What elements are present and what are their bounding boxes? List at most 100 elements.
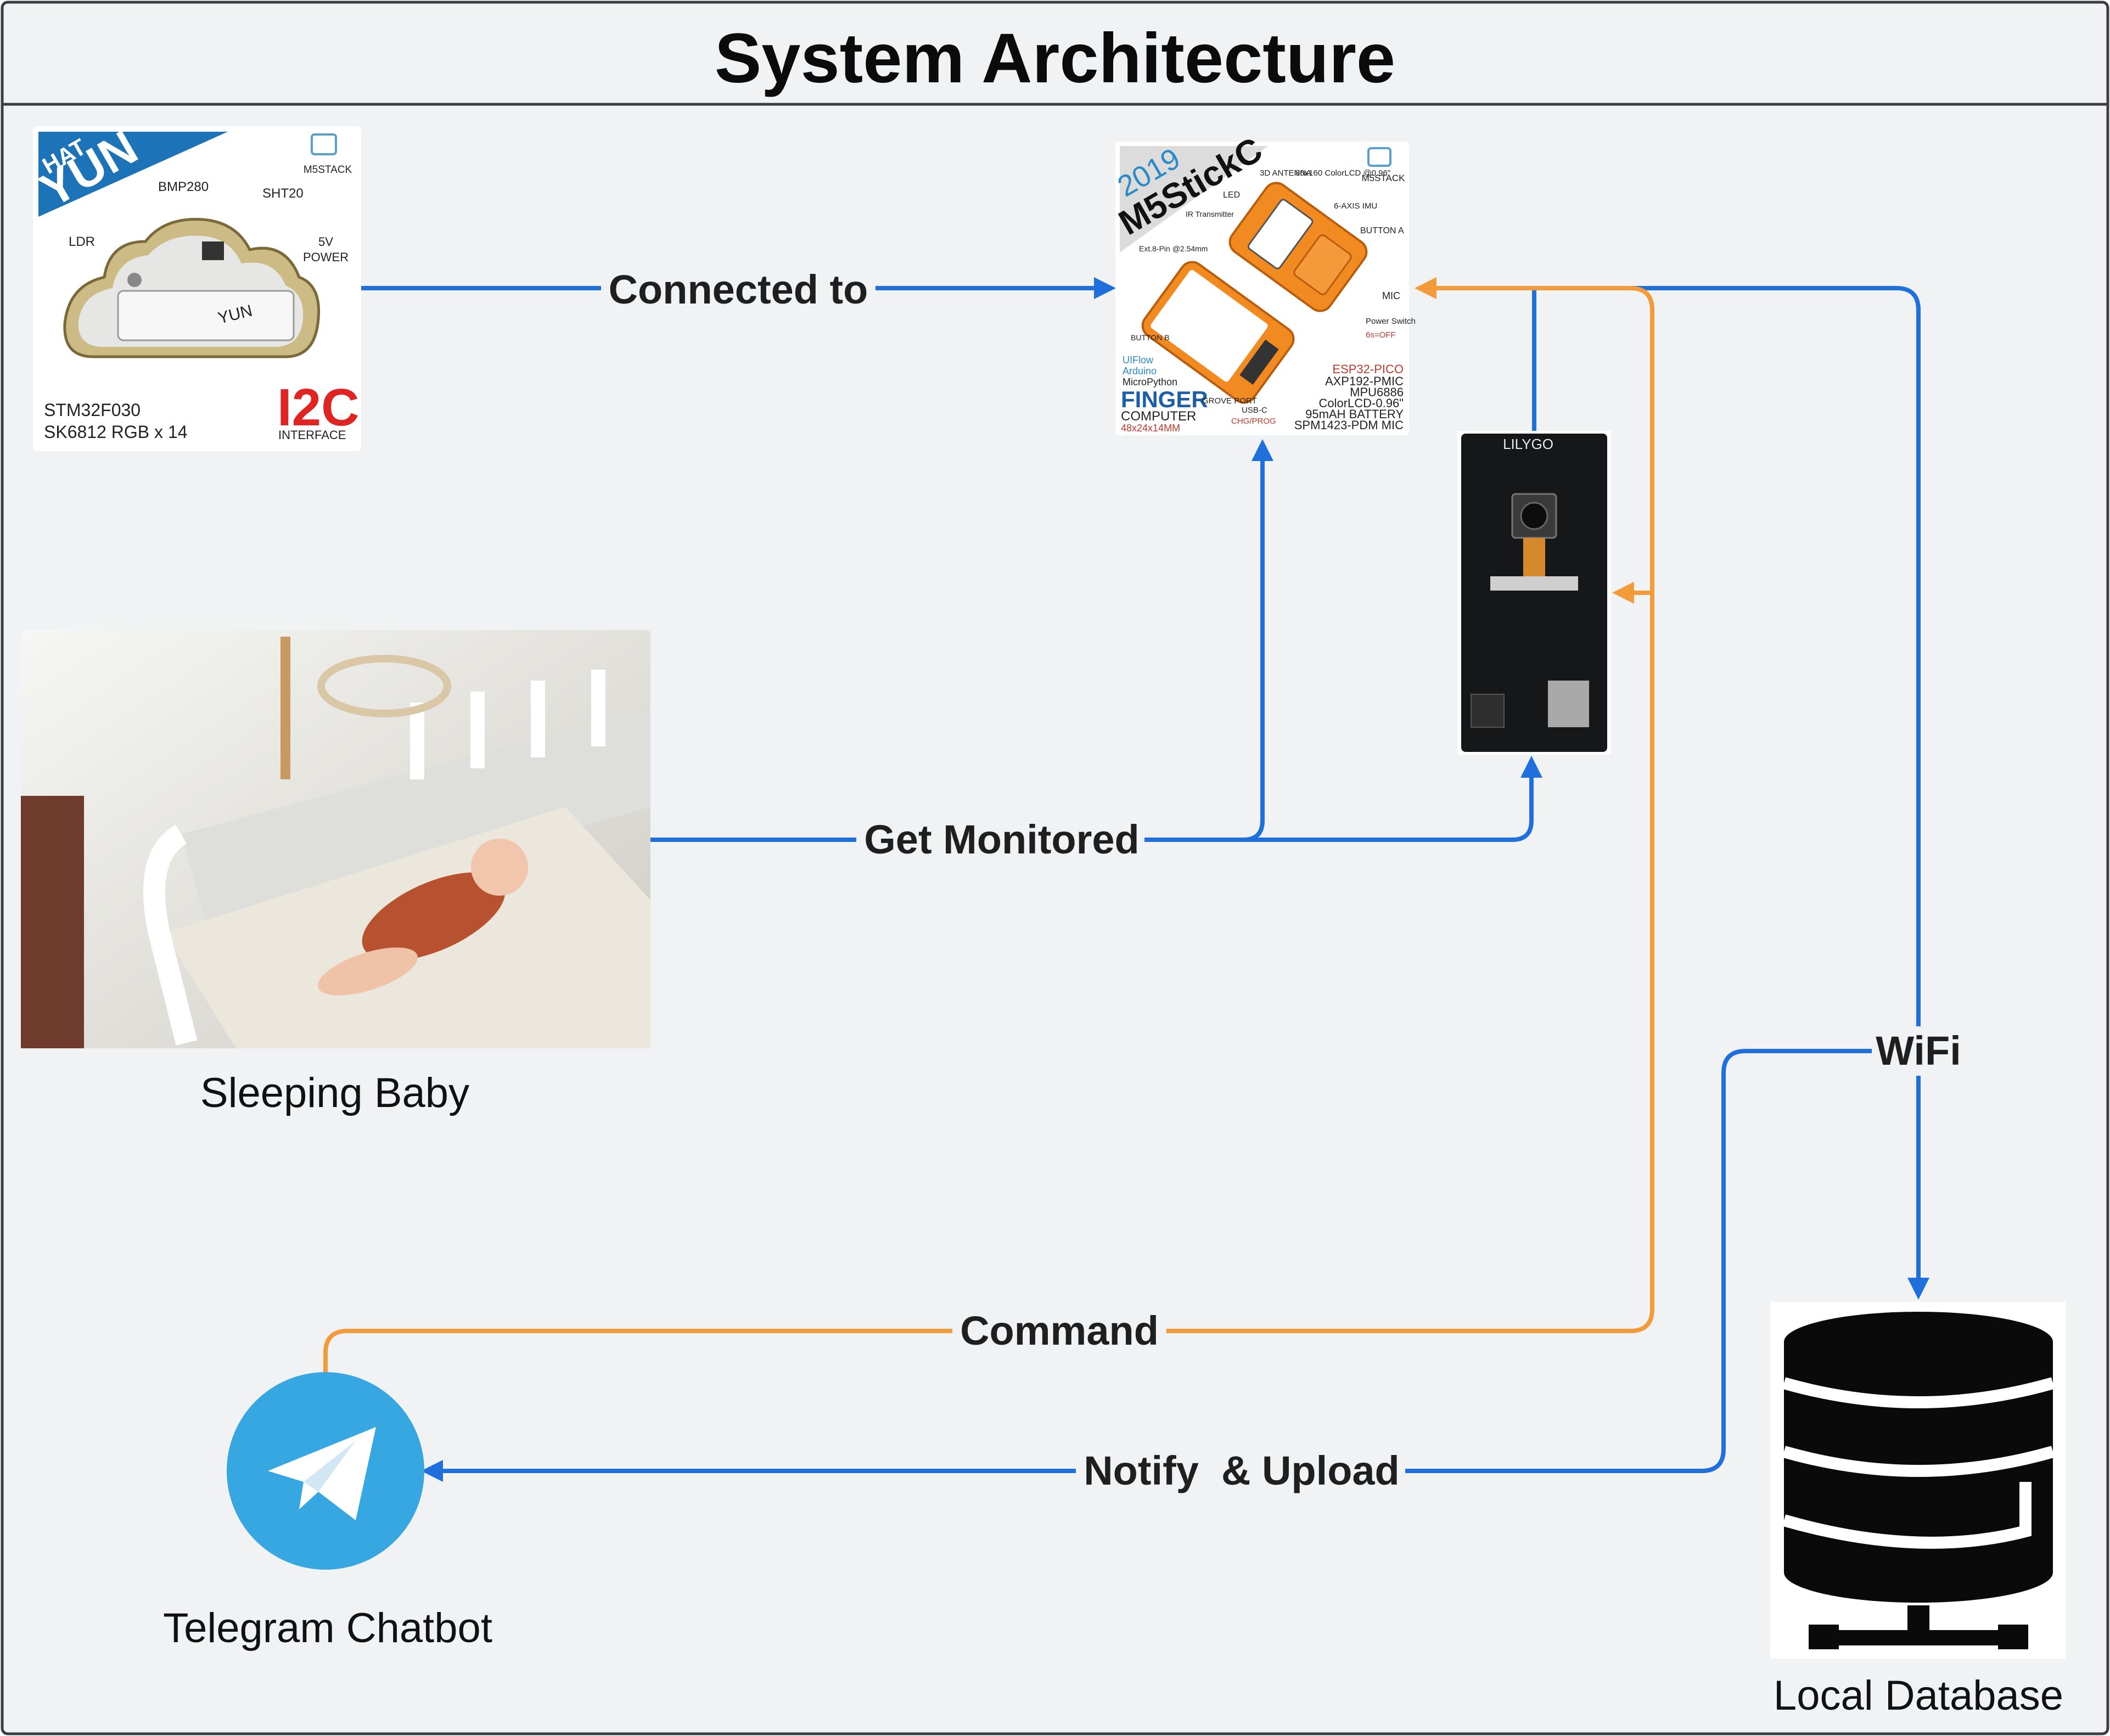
database-stripe-3 — [1782, 1482, 2032, 1549]
crib-rail-curve — [143, 824, 198, 1046]
database-network-stem — [1907, 1605, 1929, 1633]
m5-label-power-off: 6s=OFF — [1366, 330, 1396, 340]
m5-label-button-b: BUTTON B — [1131, 333, 1170, 342]
edge-lilygo-m5-line — [1532, 286, 1929, 1300]
edge-label-monitored-bg — [856, 815, 1144, 864]
edge-label-monitored: Get Monitored — [856, 815, 1144, 864]
edge-notify-line — [421, 1049, 1918, 1482]
m5-label-mic: MIC — [1382, 290, 1400, 301]
m5-label-chg: CHG/PROG — [1231, 417, 1276, 426]
lilygo-board — [1461, 434, 1607, 752]
edge-label-connected-bg — [601, 263, 876, 313]
edge-label-notify-text: Notify & Upload — [1084, 1448, 1400, 1493]
yun-label-power: POWER — [303, 250, 349, 264]
m5-label-pmic: AXP192-PMIC — [1325, 374, 1404, 388]
m5-label-computer: COMPUTER — [1121, 409, 1196, 424]
baby-curtain — [21, 796, 84, 1048]
m5stickc-device-upper — [1228, 182, 1368, 312]
m5-label-usbc: USB-C — [1242, 406, 1267, 415]
edge-label-notify-bg — [1076, 1446, 1405, 1496]
lilygo-brand: LILYGO — [1503, 436, 1553, 452]
m5-label-imu: 6-AXIS IMU — [1334, 201, 1377, 211]
edge-label-connected-text: Connected to — [609, 267, 868, 312]
m5-label-uiflow: UIFlow — [1123, 355, 1154, 366]
edge-label-wifi: WiFi — [1872, 1026, 1965, 1076]
m5-label-antenna: 3D ANTENNA — [1260, 168, 1311, 178]
yun-label-bmp280: BMP280 — [158, 179, 209, 194]
m5-label-finger: FINGER — [1121, 386, 1208, 412]
m5stack-logo-icon — [311, 133, 337, 155]
m5-label-grove: GROVE PORT — [1202, 396, 1257, 406]
edge-label-wifi-text: WiFi — [1876, 1028, 1961, 1074]
edge-label-notify: Notify & Upload — [1076, 1446, 1405, 1496]
m5stickc-upper-screen — [1247, 199, 1314, 269]
m5stickc-lower-label — [1151, 270, 1268, 382]
yun-label-ldr: LDR — [69, 234, 95, 249]
database-network-bar — [1811, 1630, 2025, 1645]
m5stickc-upper-button — [1293, 234, 1352, 295]
yun-label-5v: 5V — [318, 235, 333, 249]
yun-chip-line1: STM32F030 — [44, 400, 141, 420]
yun-ldr-sensor — [127, 273, 142, 287]
yun-hat-brand: M5STACK — [304, 164, 352, 176]
m5-label-colorlcd: ColorLCD-0.96" — [1318, 396, 1404, 410]
lilygo-camera-lens — [1520, 502, 1548, 530]
diagram-title: System Architecture — [715, 19, 1395, 98]
m5-label-button-a: BUTTON A — [1360, 226, 1404, 235]
m5-label-battery: 95mAH BATTERY — [1305, 407, 1404, 421]
database-caption: Local Database — [1774, 1672, 2063, 1719]
m5stickc-brand: M5STACK — [1361, 173, 1405, 183]
edge-label-command-text: Command — [960, 1308, 1159, 1353]
crib-rails — [181, 708, 650, 933]
m5-label-ir: IR Transmitter — [1186, 210, 1234, 218]
database-stripe-1 — [1782, 1377, 2055, 1408]
yun-chip-line2: SK6812 RGB x 14 — [44, 422, 187, 442]
m5-label-lcd: 80x160 ColorLCD @0.96" — [1295, 168, 1390, 178]
baby-body — [362, 872, 506, 961]
baby-node: Sleeping Baby — [21, 630, 650, 1116]
crib-slats — [410, 670, 605, 779]
baby-caption: Sleeping Baby — [200, 1070, 469, 1116]
edge-label-command-bg — [952, 1306, 1166, 1356]
m5-label-mpu: MPU6886 — [1350, 385, 1404, 399]
edge-label-command: Command — [952, 1306, 1166, 1356]
lilygo-sd-slot — [1548, 681, 1589, 727]
yun-bus-label: I2C — [277, 378, 359, 437]
m5-label-micropython: MicroPython — [1123, 377, 1177, 387]
m5-label-ext-pin: Ext.8-Pin @2.54mm — [1139, 244, 1208, 253]
lilygo-chip — [1471, 694, 1505, 728]
m5-label-spm: SPM1423-PDM MIC — [1294, 418, 1404, 432]
database-stripe-2 — [1782, 1446, 2055, 1477]
m5-label-led: LED — [1223, 190, 1240, 200]
telegram-node: Telegram Chatbot — [163, 1372, 492, 1651]
edge-label-wifi-bg — [1872, 1026, 1965, 1076]
database-network-node-left — [1809, 1625, 1839, 1649]
baby-legs — [318, 947, 418, 996]
m5-label-esp: ESP32-PICO — [1332, 362, 1404, 376]
database-bottom — [1784, 1542, 2053, 1603]
m5stickc-lower-pins — [1239, 339, 1279, 385]
yun-label-sht20: SHT20 — [262, 186, 304, 201]
m5-label-size: 48x24x14MM — [1121, 423, 1180, 434]
telegram-plane-fold — [304, 1441, 356, 1492]
edge-monitored-line-b — [1243, 756, 1542, 842]
m5-label-arduino: Arduino — [1123, 366, 1157, 377]
m5stickc-node: 2019 M5StickC M5STACK 3D ANTENNA 80x160 … — [1112, 130, 1416, 435]
yun-bus-sub: INTERFACE — [278, 428, 346, 442]
baby-head — [471, 839, 528, 896]
yun-led-window — [117, 290, 295, 341]
crib-mobile-ring — [317, 655, 451, 717]
lilygo-logo-bg — [1499, 434, 1559, 450]
database-network-node-right — [1998, 1625, 2028, 1649]
m5stickc-banner — [1120, 146, 1268, 252]
edge-command-line — [323, 277, 1654, 1372]
telegram-caption: Telegram Chatbot — [163, 1605, 492, 1651]
yun-hat-banner — [38, 132, 228, 217]
yun-sht20-sensor — [202, 241, 224, 260]
lilygo-flex-cable — [1523, 538, 1545, 576]
lilygo-connector — [1490, 576, 1578, 591]
yun-hat-node: HAT YUN M5STACK YUN BMP280 SHT20 LDR 5V … — [31, 120, 361, 451]
edge-label-connected: Connected to — [601, 263, 876, 313]
